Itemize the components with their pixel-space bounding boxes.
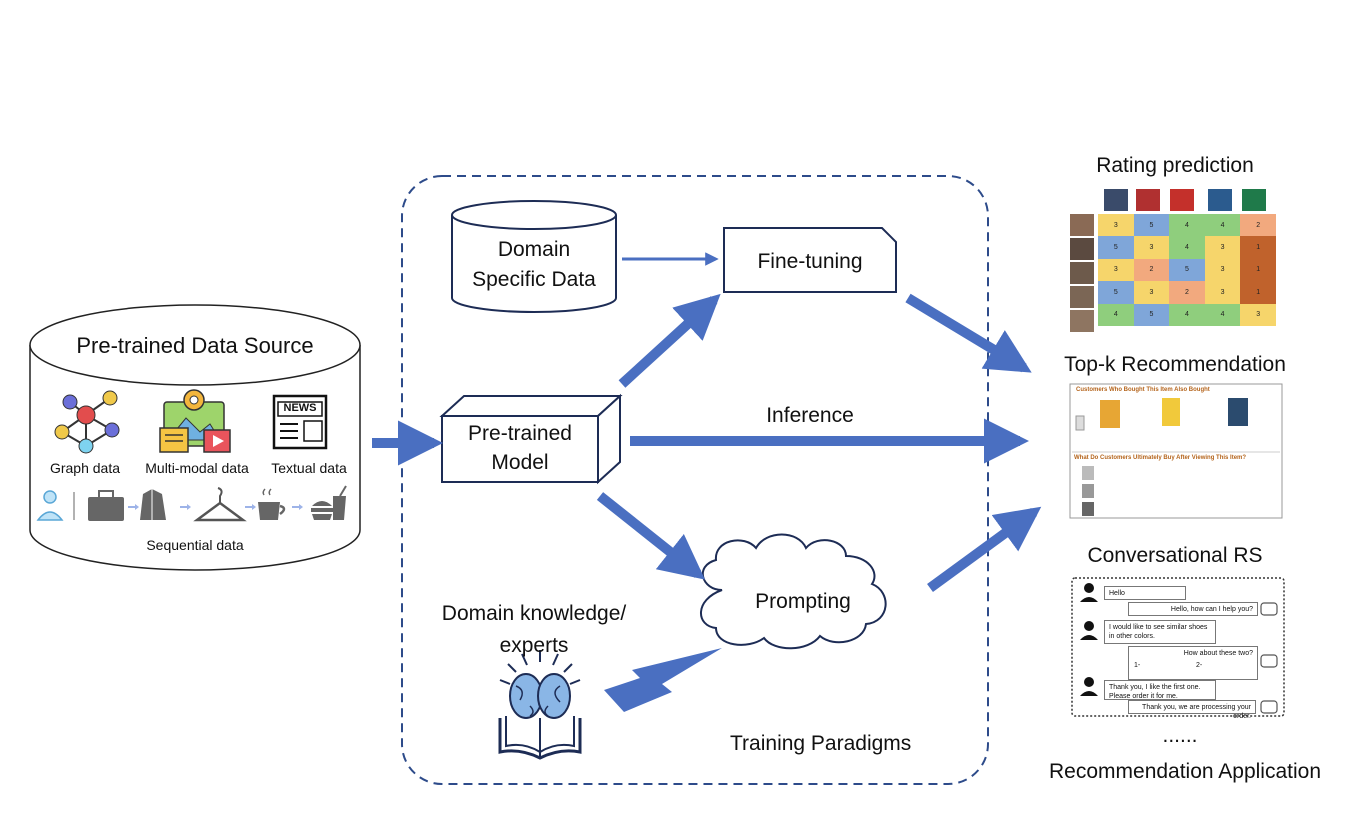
news-icon-text: NEWS	[283, 402, 317, 414]
rating-cell: 4	[1098, 303, 1134, 326]
graph-data-label: Graph data	[49, 460, 121, 476]
inference-label: Inference	[766, 404, 854, 427]
multimodal-icon	[159, 389, 231, 453]
rating-cell: 3	[1204, 236, 1241, 259]
flow-arrows	[372, 252, 1042, 593]
domain-data-cylinder	[451, 200, 617, 313]
rating-cell: 5	[1098, 281, 1134, 304]
rating-posters	[1104, 189, 1266, 211]
pretrained-model-box	[439, 393, 623, 485]
rating-cell: 3	[1098, 214, 1134, 237]
rating-cell: 5	[1133, 303, 1170, 326]
rating-cell: 2	[1133, 258, 1170, 282]
brain-book-icon	[498, 650, 582, 760]
topk-header2: What Do Customers Ultimately Buy After V…	[1074, 455, 1247, 461]
knowledge-line2: experts	[499, 634, 569, 657]
rating-cell: 5	[1098, 236, 1134, 259]
rating-cell: 1	[1240, 258, 1276, 282]
rating-cell: 3	[1133, 281, 1170, 304]
rating-avatars	[1070, 214, 1094, 332]
chat-message-bot-2: How about these two?	[1128, 646, 1258, 680]
finetuning-box	[723, 227, 897, 293]
chat-message-user-3: Thank you, I like the first one. Please …	[1104, 680, 1216, 700]
chat-option-2: 2-	[1196, 662, 1203, 669]
prompting-label: Prompting	[755, 590, 851, 613]
conversational-title: Conversational RS	[1087, 544, 1263, 567]
rating-cell: 3	[1098, 258, 1134, 282]
recommendation-application-caption: Recommendation Application	[1049, 760, 1321, 783]
textual-data-label: Textual data	[271, 460, 347, 476]
rating-cell: 4	[1204, 214, 1241, 237]
rating-cell: 3	[1133, 236, 1170, 259]
chat-message-bot-3: Thank you, we are processing your order.	[1128, 700, 1256, 720]
chat-message-user-2: I would like to see similar shoes in oth…	[1104, 620, 1216, 644]
rating-cell: 3	[1204, 281, 1241, 304]
graph-data-icon	[54, 390, 120, 454]
rating-cell: 2	[1169, 281, 1205, 304]
topk-screenshot	[1069, 383, 1283, 519]
rating-cell: 1	[1240, 236, 1276, 259]
chat-message-user-1: Hello	[1104, 586, 1186, 600]
domain-data-line1: Domain	[497, 238, 571, 261]
finetuning-label: Fine-tuning	[757, 250, 863, 273]
ellipsis: ......	[1162, 724, 1198, 747]
knowledge-line1: Domain knowledge/	[441, 602, 627, 625]
rating-prediction-title: Rating prediction	[1096, 154, 1254, 177]
domain-data-line2: Specific Data	[472, 268, 596, 291]
topk-header: Customers Who Bought This Item Also Boug…	[1076, 387, 1210, 393]
rating-cell: 3	[1204, 258, 1241, 282]
rating-cell: 4	[1169, 236, 1205, 259]
newspaper-icon	[272, 394, 328, 450]
topk-title: Top-k Recommendation	[1064, 353, 1286, 376]
sequential-data-label: Sequential data	[146, 537, 244, 553]
multimodal-data-label: Multi-modal data	[145, 460, 249, 476]
chat-option-1: 1-	[1134, 662, 1141, 669]
lightning-arrow	[604, 648, 722, 712]
pretrained-line2: Model	[491, 451, 549, 474]
rating-cell: 5	[1169, 258, 1205, 282]
training-paradigms-box	[401, 175, 989, 785]
rating-cell: 3	[1240, 303, 1276, 326]
pretrained-line1: Pre-trained	[468, 422, 572, 445]
training-paradigms-caption: Training Paradigms	[730, 732, 912, 755]
rating-cell: 4	[1169, 303, 1205, 326]
rating-cell: 5	[1133, 214, 1170, 237]
rating-cell: 2	[1240, 214, 1276, 237]
sequential-icons	[36, 485, 347, 522]
chat-message-bot-1: Hello, how can I help you?	[1128, 602, 1258, 616]
rating-cell: 1	[1240, 281, 1276, 304]
rating-cell: 4	[1169, 214, 1205, 237]
prompting-cloud	[700, 533, 887, 650]
rating-cell: 4	[1204, 303, 1241, 326]
data-source-title: Pre-trained Data Source	[76, 333, 314, 358]
